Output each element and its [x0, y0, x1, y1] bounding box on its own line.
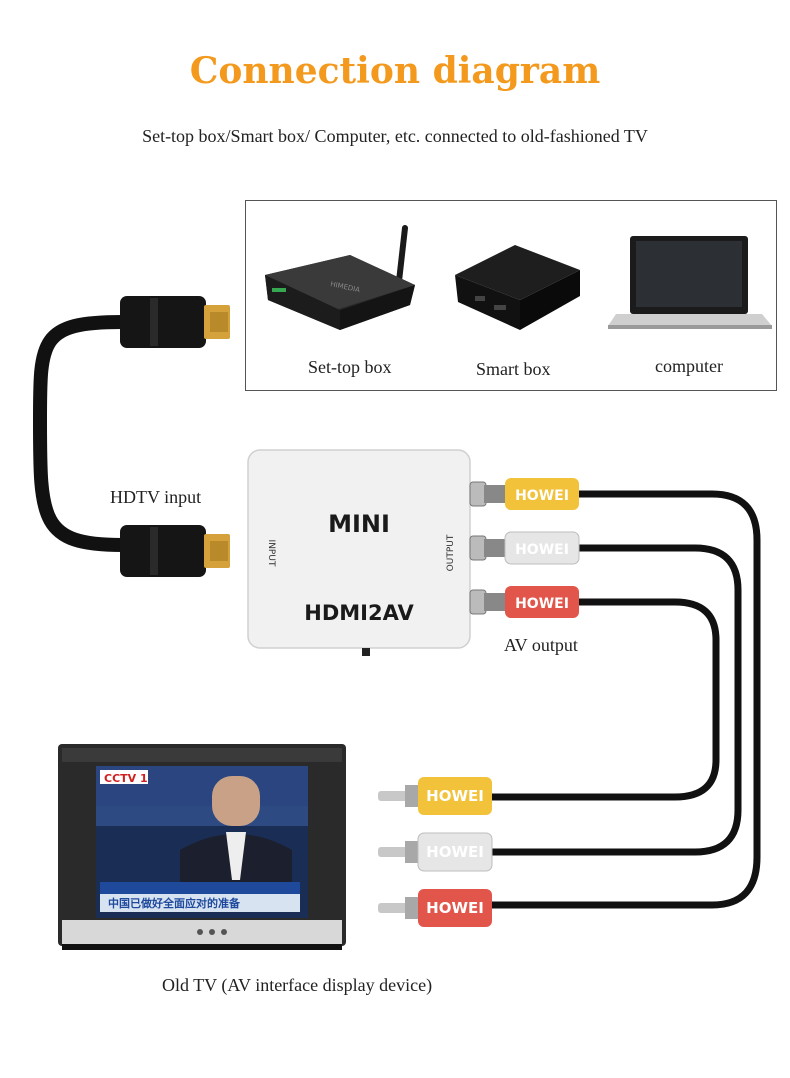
converter-output-label: OUTPUT — [446, 534, 456, 571]
hdmi-cable — [40, 322, 122, 545]
av-output-label: AV output — [504, 635, 578, 656]
plug-brand-red-top: HOWEI — [515, 596, 569, 612]
smart-box-label: Smart box — [476, 359, 551, 380]
computer-label: computer — [655, 356, 723, 377]
hdmi-plug-top — [120, 296, 230, 348]
converter-box — [248, 450, 470, 656]
red-cable — [488, 602, 716, 797]
plug-brand-yellow-top: HOWEI — [515, 488, 569, 504]
laptop-image — [608, 236, 772, 329]
set-top-box-image: HIMEDIA — [265, 228, 415, 330]
tv-channel-logo: CCTV 1 — [104, 772, 148, 785]
hdmi-plug-bottom — [120, 525, 230, 577]
tv-caption: Old TV (AV interface display device) — [162, 975, 432, 996]
smart-box-image — [455, 245, 580, 330]
tv-news-ticker: 中国已做好全面应对的准备 — [108, 896, 241, 910]
hdtv-input-label: HDTV input — [110, 487, 201, 508]
set-top-box-label: Set-top box — [308, 357, 392, 378]
plug-brand-yellow-bottom: HOWEI — [426, 787, 484, 805]
old-tv — [58, 744, 346, 950]
converter-input-label: INPUT — [266, 540, 276, 567]
converter-model: HDMI2AV — [304, 601, 414, 625]
plug-brand-white-bottom: HOWEI — [426, 843, 484, 861]
plug-brand-red-bottom: HOWEI — [426, 899, 484, 917]
plug-brand-white-top: HOWEI — [515, 542, 569, 558]
converter-brand: MINI — [328, 510, 390, 538]
